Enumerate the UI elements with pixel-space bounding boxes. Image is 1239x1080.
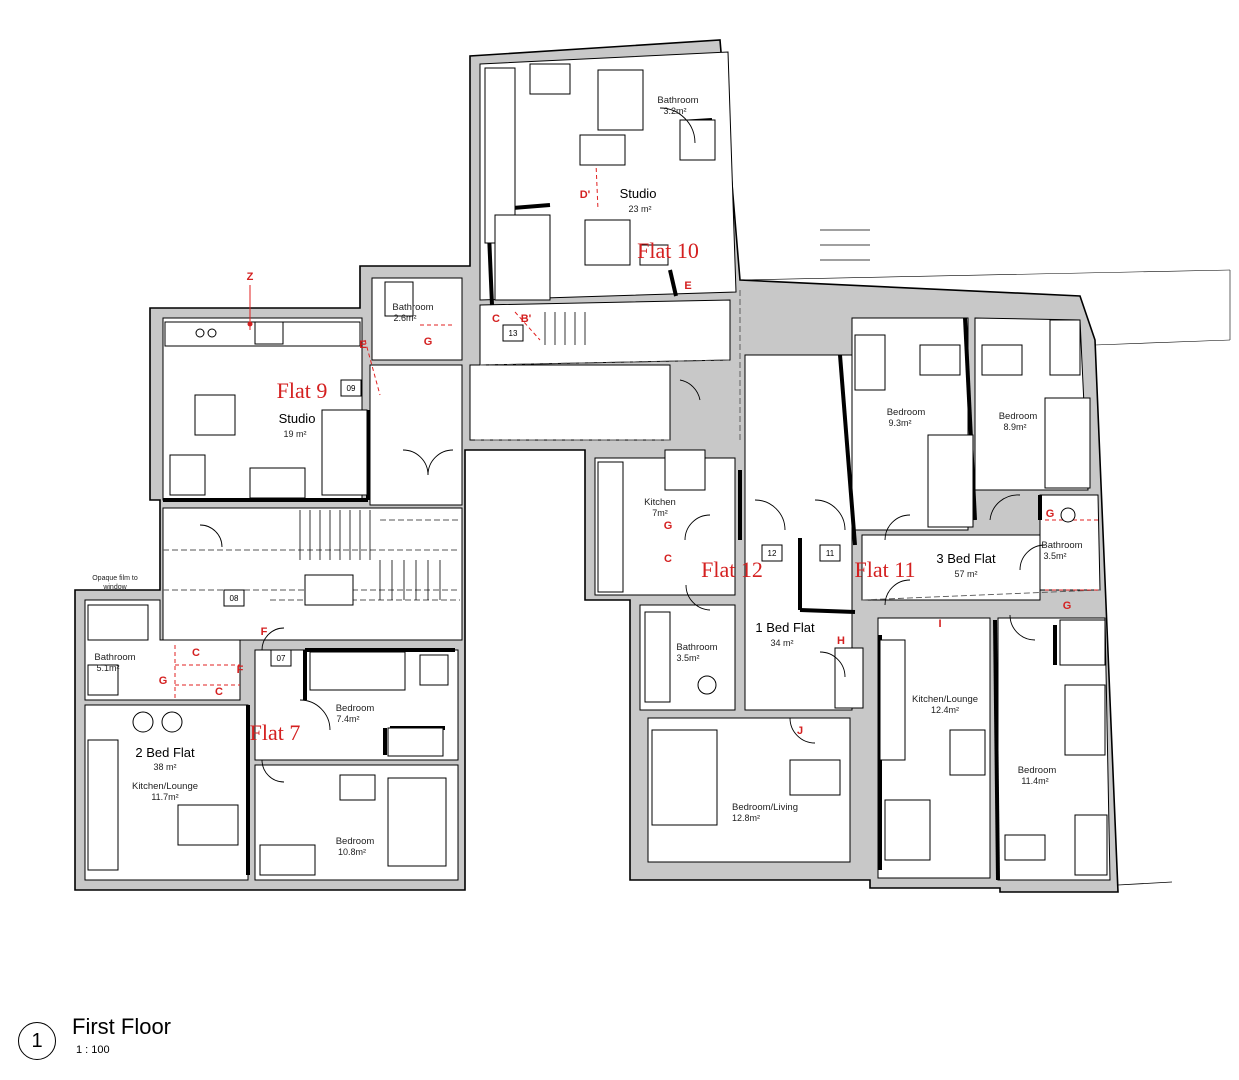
marker-g-f11-lower: G [1063, 600, 1072, 612]
marker-b-prime: B' [521, 313, 532, 325]
f12-kitchen-area: 7m² [652, 508, 668, 518]
f11-bed2-label: Bedroom [999, 411, 1038, 422]
f7-kitchen-area: 11.7m² [151, 792, 178, 802]
view-number-circle: 1 [18, 1022, 56, 1060]
furniture [87, 63, 1108, 876]
unit-number-07: 07 [277, 654, 286, 663]
marker-c-f10: C [492, 313, 500, 325]
flat9-area: 19 m² [283, 429, 306, 439]
f11-kitchen-label: Kitchen/Lounge [912, 694, 978, 705]
f10-bath-area: 3.2m² [663, 106, 686, 116]
flat9-name: Flat 9 [277, 378, 328, 403]
f7-bed2-area: 10.8m² [338, 847, 366, 857]
marker-f-f7: F [237, 664, 244, 676]
note-line2: window [102, 584, 127, 591]
flat7-type: 2 Bed Flat [135, 745, 195, 760]
unit-number-13: 13 [509, 329, 518, 338]
f12-bedliving-label: Bedroom/Living [732, 802, 798, 813]
f7-bed1-label: Bedroom [336, 703, 375, 714]
flat11-type: 3 Bed Flat [936, 551, 996, 566]
f9-bath-area: 2.6m² [393, 313, 416, 323]
red-markers: Z E G C B' D' E F C F G C G C H J I G G [159, 189, 1072, 737]
flat7-name: Flat 7 [250, 720, 301, 745]
marker-d-prime: D' [580, 189, 591, 201]
f12-kitchen-label: Kitchen [644, 497, 676, 508]
f7-kitchen-label: Kitchen/Lounge [132, 781, 198, 792]
flat-summaries: 2 Bed Flat 38 m² Studio 19 m² Studio 23 … [135, 186, 996, 772]
flat9-type: Studio [279, 411, 316, 426]
flat11-name: Flat 11 [855, 557, 916, 582]
unit-numbers: 07 09 13 11 12 08 [223, 324, 841, 667]
marker-z: Z [247, 271, 254, 283]
marker-e-f10: E [684, 280, 691, 292]
f11-kitchen-area: 12.4m² [931, 705, 959, 715]
unit-number-09: 09 [347, 384, 356, 393]
f11-bed3-area: 11.4m² [1021, 776, 1048, 786]
drawing-scale: 1 : 100 [76, 1044, 110, 1056]
flat7-area: 38 m² [153, 762, 176, 772]
f7-bath-label: Bathroom [94, 652, 135, 663]
marker-i: I [938, 618, 941, 630]
f12-bedliving-area: 12.8m² [732, 813, 760, 823]
stairs [299, 229, 870, 606]
marker-c-f12: C [664, 553, 672, 565]
marker-j: J [797, 725, 803, 737]
f11-bed1-area: 9.3m² [888, 418, 911, 428]
flat10-area: 23 m² [628, 204, 651, 214]
marker-c-f7-bottom: C [215, 686, 223, 698]
note-line1: Opaque film to [92, 575, 138, 582]
f9-bath-label: Bathroom [392, 302, 433, 313]
title-block: 1 First Floor 1 : 100 [18, 1010, 278, 1070]
f11-bath-area: 3.5m² [1043, 551, 1066, 561]
marker-g-f12: G [664, 520, 673, 532]
room-labels: Bathroom 5.1m² Kitchen/Lounge 11.7m² Bed… [94, 95, 1082, 857]
f11-bed1-label: Bedroom [887, 407, 926, 418]
f11-bath-label: Bathroom [1041, 540, 1082, 551]
f10-bath-label: Bathroom [657, 95, 698, 106]
marker-g-f9: G [424, 336, 433, 348]
f7-bed2-label: Bedroom [336, 836, 375, 847]
f12-bath-area: 3.5m² [676, 653, 699, 663]
marker-e-f9: E [359, 339, 366, 351]
flat10-type: Studio [620, 186, 657, 201]
doors [199, 107, 1046, 783]
marker-g-f11-bath: G [1046, 508, 1055, 520]
marker-h: H [837, 635, 845, 647]
flat12-type: 1 Bed Flat [755, 620, 815, 635]
flat10-name: Flat 10 [637, 238, 699, 263]
flat-names: Flat 7 Flat 9 Flat 10 Flat 11 Flat 12 [250, 238, 916, 745]
f11-bed2-area: 8.9m² [1003, 422, 1026, 432]
marker-f-top: F [261, 626, 268, 638]
window-note: Opaque film to window [92, 575, 138, 591]
unit-number-12: 12 [768, 549, 777, 558]
marker-g-f7: G [159, 675, 168, 687]
unit-number-11: 11 [826, 549, 835, 558]
f7-bath-area: 5.1m² [96, 663, 119, 673]
marker-c-f7-top: C [192, 647, 200, 659]
drawing-title: First Floor [72, 1014, 171, 1039]
dashed-lines [163, 139, 1101, 700]
f12-bath-label: Bathroom [676, 642, 717, 653]
flat12-name: Flat 12 [701, 557, 763, 582]
f7-bed1-area: 7.4m² [336, 714, 359, 724]
stair-number-08: 08 [230, 594, 239, 603]
f11-bed3-label: Bedroom [1018, 765, 1057, 776]
flat12-area: 34 m² [770, 638, 793, 648]
flat11-area: 57 m² [954, 569, 977, 579]
